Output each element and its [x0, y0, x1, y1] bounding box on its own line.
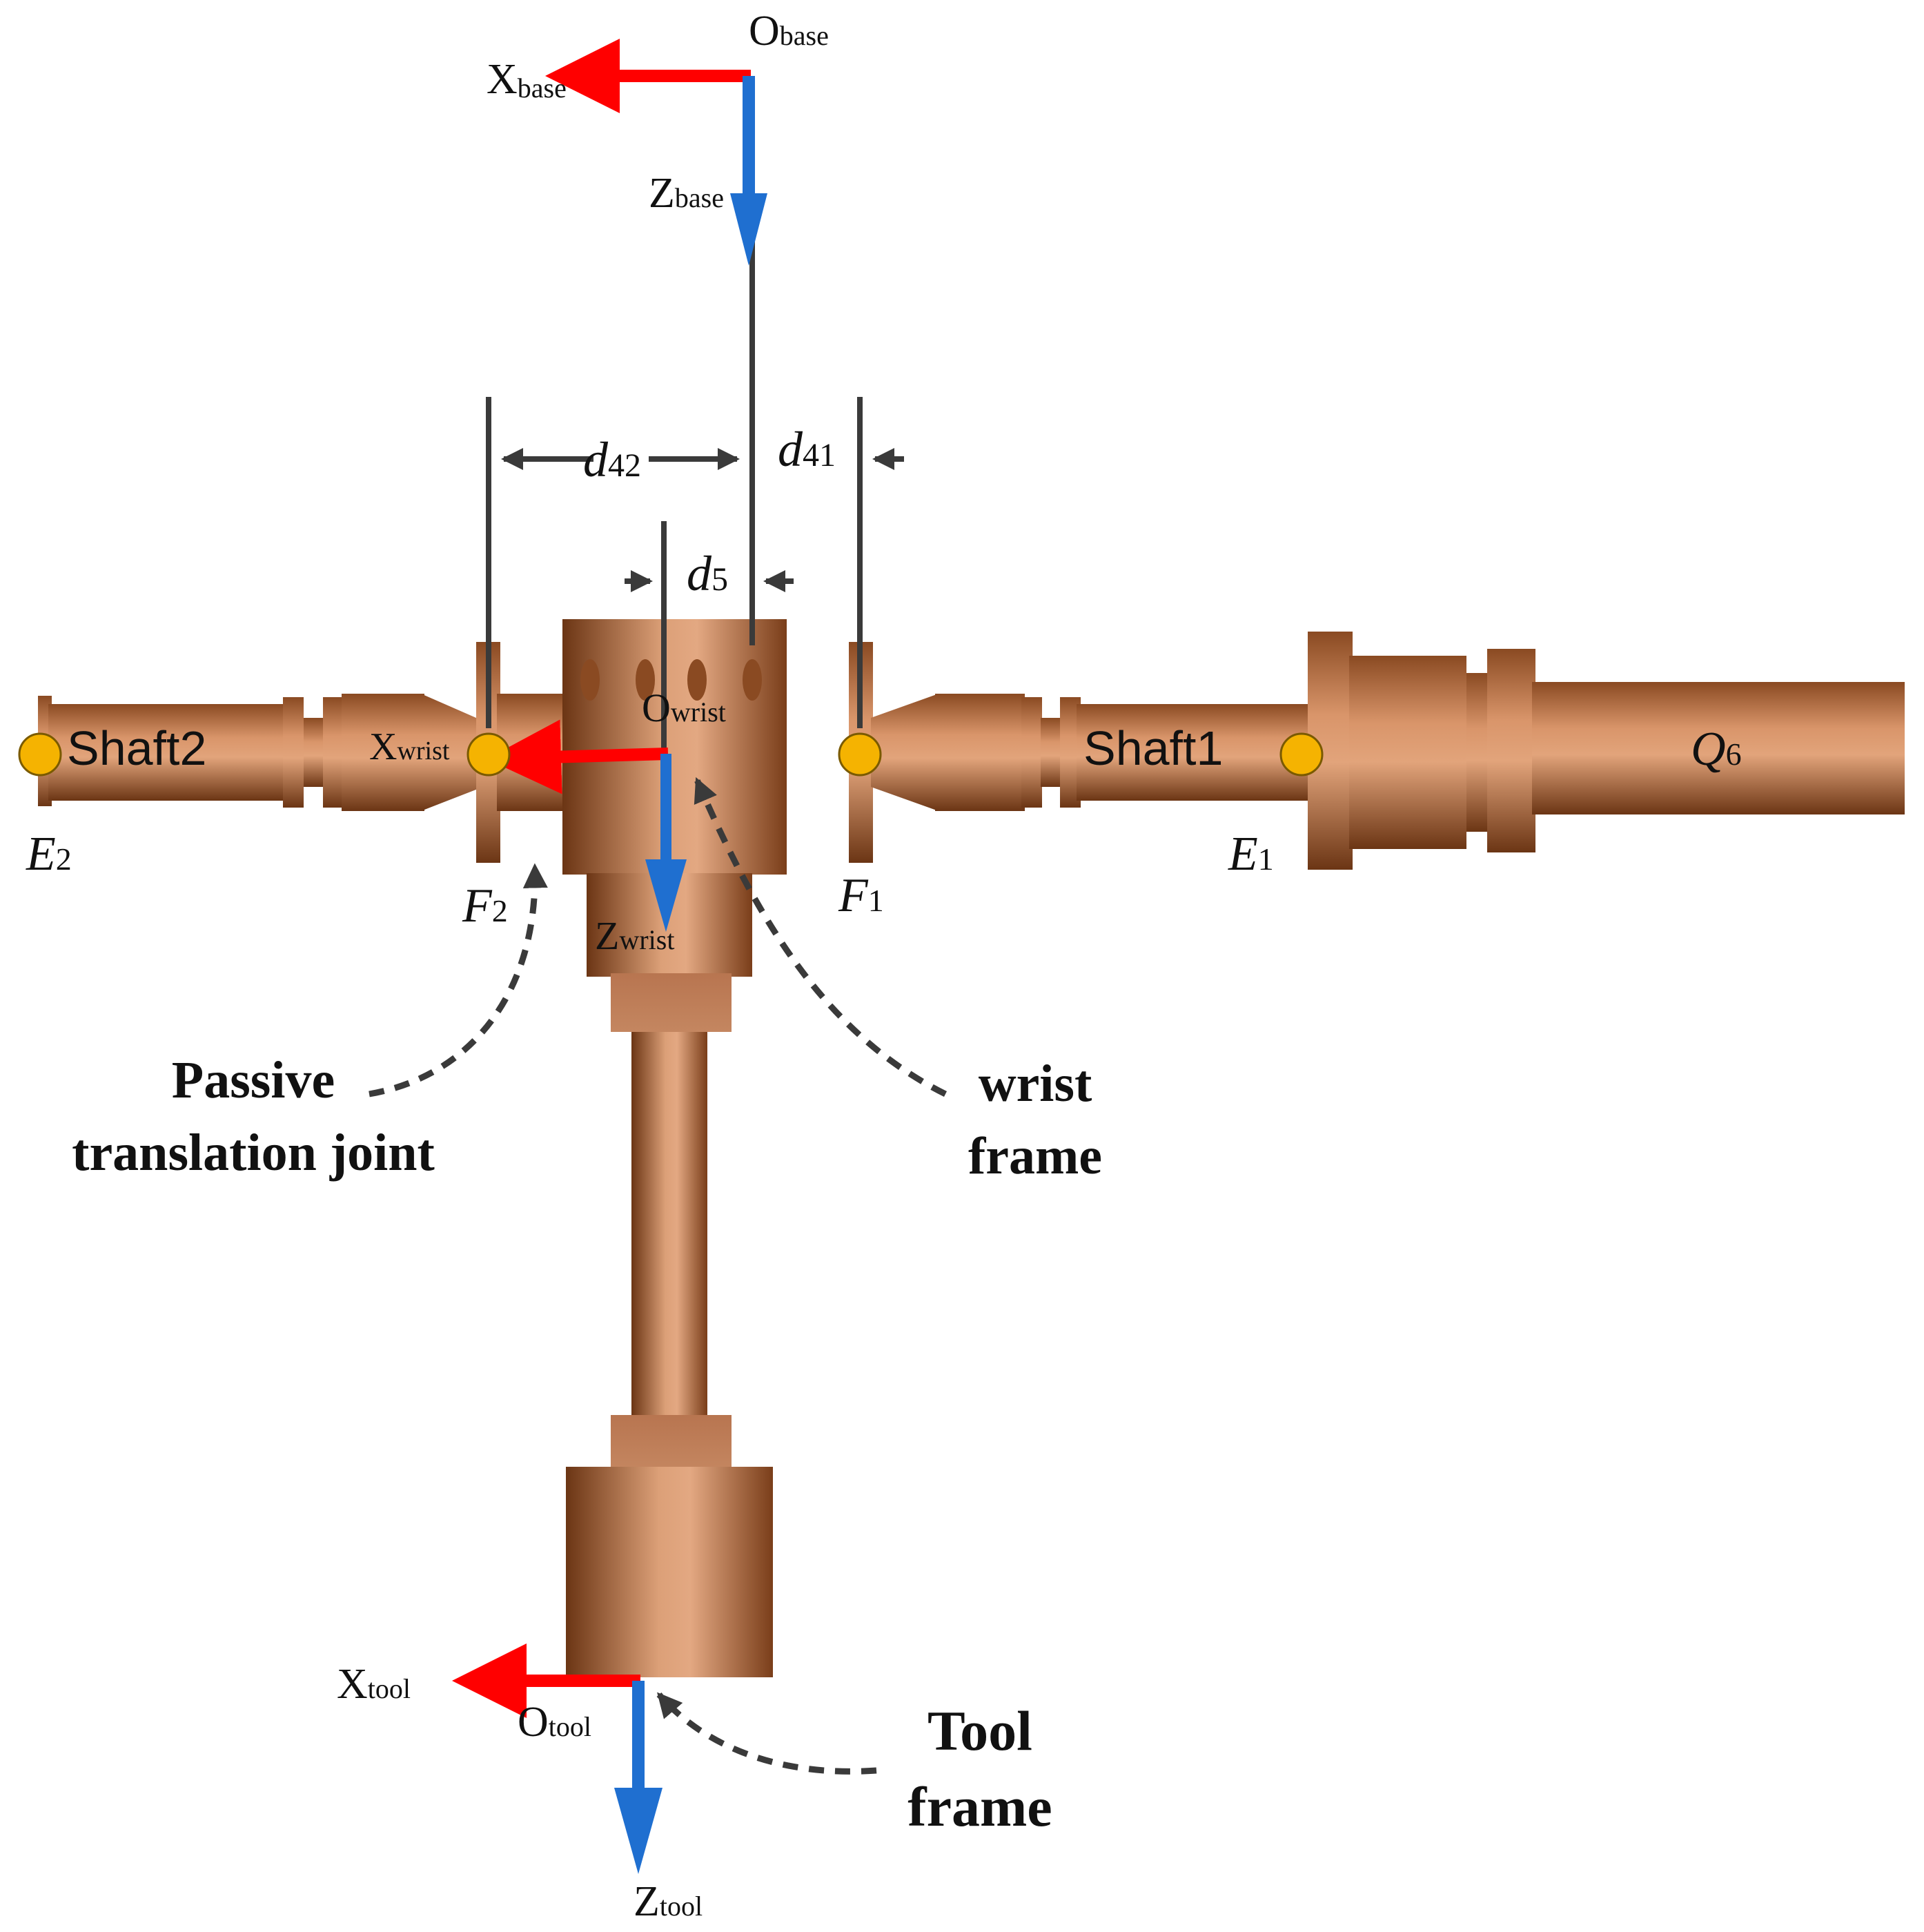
wrist-frame [487, 719, 687, 932]
shaft1-collar [935, 694, 1025, 811]
q6-housing-2 [1466, 673, 1487, 832]
wrist-slot-3 [687, 659, 707, 701]
d41-label: d41 [778, 422, 836, 477]
q6-housing-1 [1349, 656, 1466, 849]
wrist-z-label: Zwrist [595, 913, 674, 958]
base-z-arrowhead [730, 193, 767, 266]
shaft1-yoke [871, 694, 939, 811]
wrist-housing [562, 619, 787, 875]
q6-label: Q6 [1691, 723, 1742, 776]
wrist-frame-label-line1: wrist [979, 1055, 1092, 1113]
base-z-label: Zbase [649, 170, 724, 217]
tool-column [631, 1032, 707, 1418]
shaft2-yoke [421, 694, 483, 811]
wrist-frame-pointer [694, 777, 948, 1097]
wrist-origin-label: Owrist [642, 685, 726, 730]
wrist-z-arrowhead [645, 859, 687, 932]
joint-points [18, 732, 1324, 777]
d42-label: d42 [583, 432, 641, 487]
horizontal-shaft-assembly [38, 632, 1905, 870]
tool-z-label: Ztool [634, 1878, 703, 1925]
wrist-x-label: Xwrist [369, 725, 450, 768]
wrist-slot-2 [636, 659, 655, 701]
tool-body [566, 1467, 773, 1677]
passive-joint-label-line1: Passive [172, 1051, 335, 1109]
shaft2-ring-1 [283, 697, 304, 808]
shaft2-body [48, 704, 283, 801]
base-origin-label: Obase [749, 8, 829, 55]
wrist-frame-label-line2: frame [968, 1127, 1102, 1185]
q6-housing-3 [1487, 649, 1535, 852]
shaft2-neck [304, 718, 324, 787]
tool-frame-label-line2: frame [907, 1775, 1052, 1838]
f1-label: F1 [838, 869, 884, 922]
shaft2-collar [342, 694, 424, 811]
wrist-assembly [562, 619, 787, 1677]
tool-origin-label: Otool [518, 1699, 591, 1746]
shaft1-label: Shaft1 [1083, 721, 1223, 775]
e1-point [1279, 732, 1324, 777]
wrist-slot-1 [580, 659, 600, 701]
e2-point [18, 732, 62, 777]
d5-label: d5 [687, 546, 728, 601]
passive-joint-label-line2: translation joint [72, 1124, 435, 1182]
shaft1-body [1077, 704, 1311, 801]
annotation-arrows [369, 777, 948, 1775]
shaft1-neck [1041, 718, 1061, 787]
tool-collar [611, 1415, 732, 1470]
tool-z-arrowhead [614, 1788, 662, 1874]
wrist-x-axis [487, 719, 669, 794]
tool-frame-pointer [656, 1692, 877, 1775]
f2-point [467, 732, 511, 777]
wrist-collar [611, 973, 732, 1032]
q6-barrel [1532, 682, 1905, 814]
tool-frame-label-line1: Tool [927, 1699, 1032, 1762]
passive-joint-pointer [369, 863, 548, 1097]
f1-point [838, 732, 882, 777]
base-frame [545, 39, 767, 266]
shaft2-label: Shaft2 [67, 721, 206, 775]
e1-label: E1 [1228, 828, 1274, 881]
f2-label: F2 [462, 879, 508, 933]
base-x-label: Xbase [487, 56, 567, 104]
tool-frame [452, 1643, 662, 1874]
e2-label: E2 [26, 828, 72, 881]
shaft2-ring-2 [323, 697, 344, 808]
tool-x-label: Xtool [337, 1661, 411, 1708]
shaft1-ring-1 [1021, 697, 1042, 808]
wrist-slot-4 [743, 659, 762, 701]
